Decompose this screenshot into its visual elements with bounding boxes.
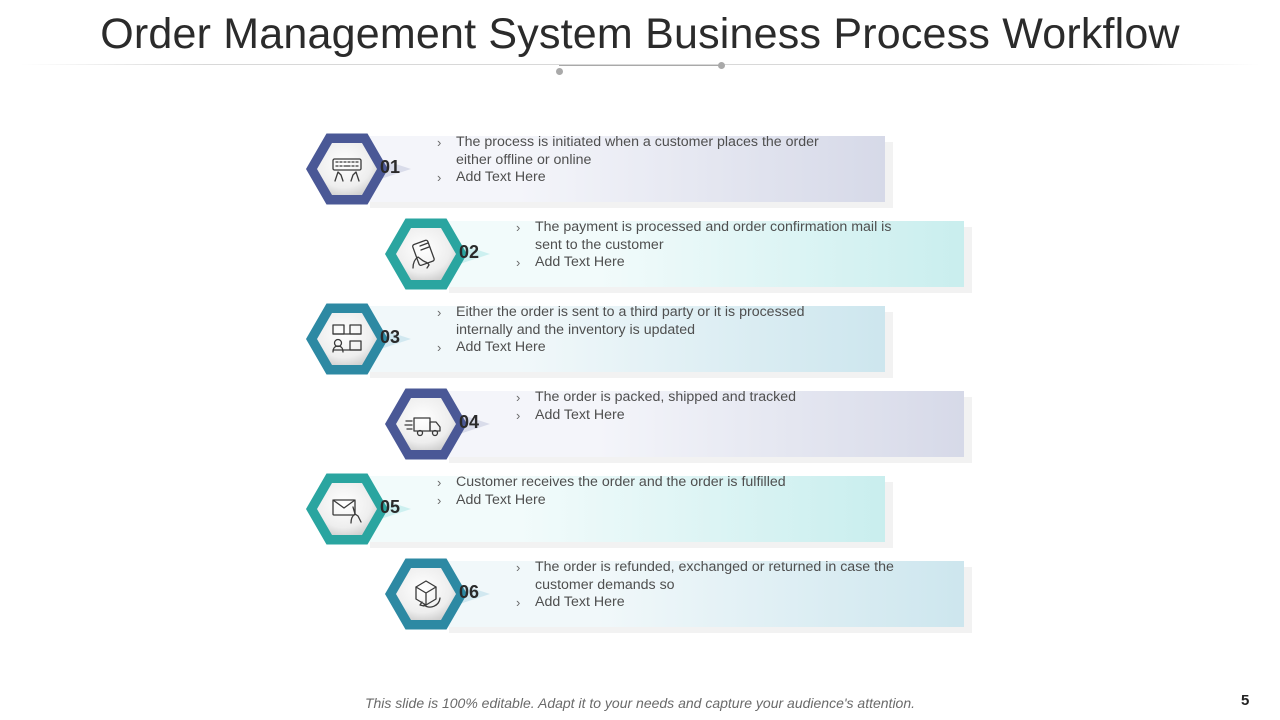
step-hexagon bbox=[306, 303, 411, 375]
step-bullets: ›The process is initiated when a custome… bbox=[437, 134, 837, 187]
step-hexagon bbox=[385, 558, 490, 630]
step-bullets: ›The order is refunded, exchanged or ret… bbox=[516, 559, 916, 612]
keyboard-hands-icon bbox=[332, 158, 362, 182]
step-number: 02 bbox=[459, 242, 480, 262]
step-hexagon bbox=[385, 388, 490, 460]
step-description: ›Customer receives the order and the ord… bbox=[437, 474, 786, 490]
footer-note: This slide is 100% editable. Adapt it to… bbox=[364, 695, 916, 711]
step-description: ›Either the order is sent to a third par… bbox=[437, 304, 805, 338]
step-description: ›The order is refunded, exchanged or ret… bbox=[516, 559, 894, 593]
chevron-right-icon: › bbox=[516, 595, 521, 610]
step-placeholder-text: ›Add Text Here bbox=[516, 594, 625, 610]
title-divider-accent bbox=[559, 65, 721, 66]
step-bullets: ›The order is packed, shipped and tracke… bbox=[516, 389, 916, 424]
delivery-truck-icon bbox=[404, 417, 441, 437]
step-number: 06 bbox=[459, 582, 480, 602]
inventory-boxes-icon bbox=[332, 324, 362, 353]
workflow-step-04: 04 ›The order is packed, shipped and tra… bbox=[385, 383, 986, 465]
chevron-right-icon: › bbox=[437, 475, 442, 490]
workflow-step-03: 03 ›Either the order is sent to a third … bbox=[306, 298, 907, 380]
step-placeholder-text: ›Add Text Here bbox=[516, 254, 625, 270]
chevron-right-icon: › bbox=[437, 340, 442, 355]
step-placeholder-text: ›Add Text Here bbox=[437, 169, 546, 185]
step-hexagon bbox=[306, 473, 411, 545]
workflow-step-06: 06 ›The order is refunded, exchanged or … bbox=[385, 553, 986, 635]
workflow-step-01: 01 ›The process is initiated when a cust… bbox=[306, 128, 907, 210]
step-bullets: ›Either the order is sent to a third par… bbox=[437, 304, 837, 357]
chevron-right-icon: › bbox=[516, 560, 521, 575]
workflow-step-05: 05 ›Customer receives the order and the … bbox=[306, 468, 907, 550]
step-hexagon bbox=[306, 133, 411, 205]
step-number: 05 bbox=[380, 497, 401, 517]
step-number: 04 bbox=[459, 412, 480, 432]
receive-package-icon bbox=[332, 499, 362, 524]
step-number: 03 bbox=[380, 327, 401, 347]
page-number: 5 bbox=[1241, 692, 1250, 709]
step-banner bbox=[441, 391, 964, 457]
step-banner bbox=[362, 306, 885, 372]
step-banner bbox=[441, 561, 964, 627]
chevron-right-icon: › bbox=[516, 390, 521, 405]
step-number: 01 bbox=[380, 157, 401, 177]
chevron-right-icon: › bbox=[437, 135, 442, 150]
step-bullets: ›The payment is processed and order conf… bbox=[516, 219, 916, 272]
chevron-right-icon: › bbox=[516, 220, 521, 235]
title-divider bbox=[20, 64, 1260, 65]
card-payment-icon bbox=[412, 239, 435, 269]
divider-dot-left bbox=[556, 68, 563, 75]
slide-title: Order Management System Business Process… bbox=[100, 10, 1180, 58]
step-banner bbox=[441, 221, 964, 287]
chevron-right-icon: › bbox=[437, 305, 442, 320]
step-hexagon bbox=[385, 218, 490, 290]
workflow-step-02: 02 ›The payment is processed and order c… bbox=[385, 213, 986, 295]
chevron-right-icon: › bbox=[437, 492, 442, 508]
return-box-icon bbox=[415, 580, 441, 608]
step-banner bbox=[362, 136, 885, 202]
step-description: ›The payment is processed and order conf… bbox=[516, 219, 892, 253]
divider-dot-right bbox=[718, 62, 725, 69]
step-placeholder-text: ›Add Text Here bbox=[437, 339, 546, 355]
step-description: ›The process is initiated when a custome… bbox=[437, 134, 819, 168]
step-placeholder-text: ›Add Text Here bbox=[516, 406, 625, 423]
step-banner bbox=[362, 476, 885, 542]
step-bullets: ›Customer receives the order and the ord… bbox=[437, 474, 837, 509]
chevron-right-icon: › bbox=[437, 170, 442, 185]
step-description: ›The order is packed, shipped and tracke… bbox=[516, 389, 797, 405]
chevron-right-icon: › bbox=[516, 255, 521, 270]
chevron-right-icon: › bbox=[516, 407, 521, 423]
step-placeholder-text: ›Add Text Here bbox=[437, 491, 546, 508]
